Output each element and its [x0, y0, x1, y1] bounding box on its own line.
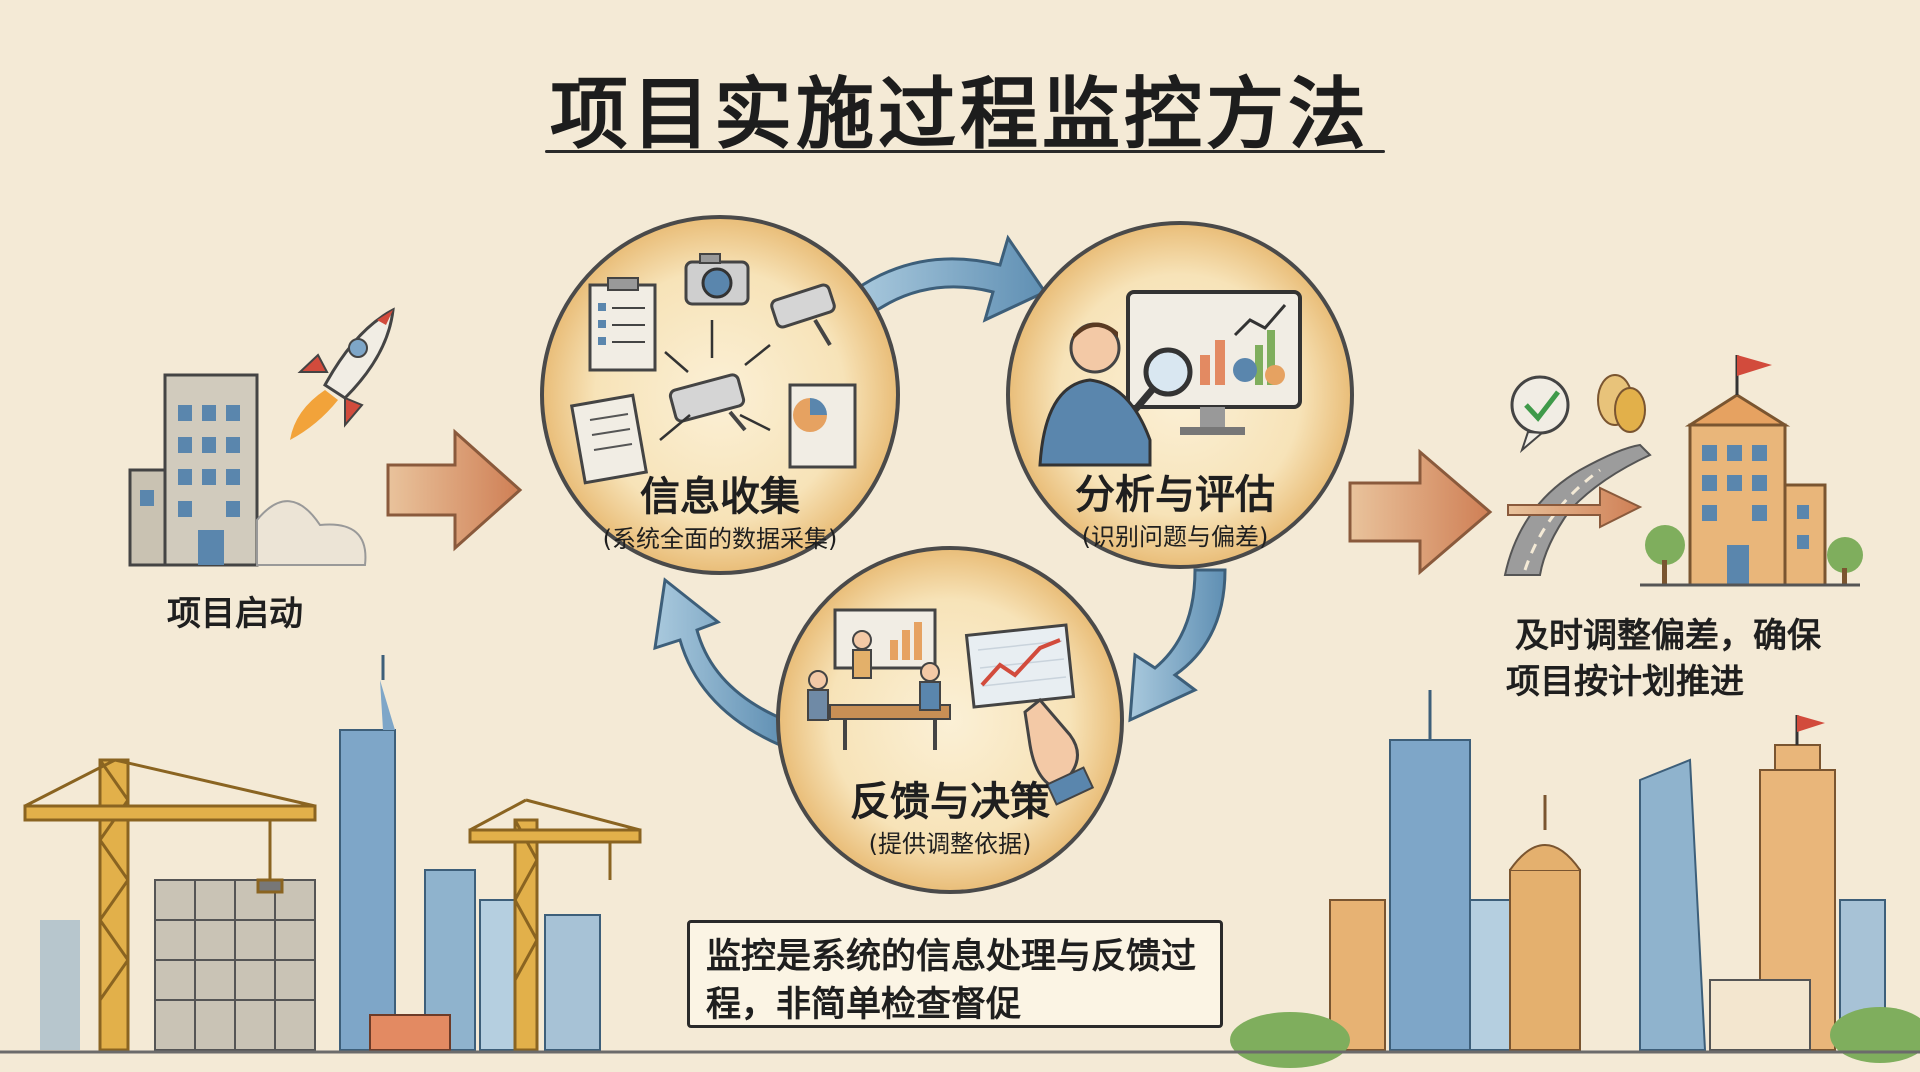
analyst-icon	[1038, 322, 1152, 467]
crane-icon	[468, 798, 642, 1052]
cycle-arrow-collect-to-analyze	[852, 234, 1048, 323]
node-feedback-decision	[776, 546, 1124, 894]
outcome-label-line1: 及时调整偏差，确保	[1515, 616, 1822, 656]
camera-icon	[684, 253, 750, 306]
page-title: 项目实施过程监控方法	[549, 70, 1370, 160]
document-icon	[569, 393, 649, 485]
node-title-analysis-evaluation: 分析与评估	[1075, 472, 1275, 518]
node-title-information-collection: 信息收集	[640, 474, 800, 520]
flow-arrow-out	[1348, 448, 1493, 576]
clipboard-icon	[588, 277, 657, 372]
title-underline	[545, 150, 1385, 153]
node-title-feedback-decision: 反馈与决策	[850, 779, 1050, 825]
report-icon	[788, 383, 857, 469]
left-skyline	[40, 655, 601, 1051]
flow-arrow-in	[386, 428, 523, 552]
node-subtitle-information-collection: (系统全面的数据采集)	[603, 525, 838, 553]
note-line-2: 程，非简单检查督促	[706, 985, 1022, 1025]
start-label: 项目启动	[167, 594, 303, 634]
trend-board-icon	[964, 623, 1076, 709]
outcome-label-line2: 项目按计划推进	[1506, 662, 1744, 702]
coin-stack-icon	[1597, 374, 1646, 433]
office-building-icon	[128, 373, 367, 567]
security-camera-icon	[770, 283, 836, 347]
node-subtitle-analysis-evaluation: (识别问题与偏差)	[1082, 523, 1269, 551]
node-subtitle-feedback-decision: (提供调整依据)	[869, 830, 1032, 858]
security-camera-icon	[668, 373, 747, 432]
meeting-icon	[807, 608, 951, 750]
cycle-arrow-feedback-to-collect	[653, 577, 787, 748]
flag-building-icon	[1640, 355, 1863, 587]
note-box: 监控是系统的信息处理与反馈过 程，非简单检查督促	[687, 920, 1223, 1028]
crane-icon	[23, 758, 317, 1052]
note-line-1: 监控是系统的信息处理与反馈过	[706, 937, 1197, 977]
pointing-hand-icon	[1023, 697, 1095, 806]
check-bubble-icon	[1510, 375, 1570, 454]
cycle-arrow-analyze-to-feedback	[1128, 568, 1227, 723]
node-information-collection	[540, 215, 900, 575]
magnifier-icon	[1132, 347, 1193, 413]
road-icon	[1503, 443, 1652, 576]
skyline-icon	[1230, 690, 1920, 1068]
node-analysis-evaluation	[1006, 221, 1354, 569]
rocket-icon	[290, 307, 395, 440]
